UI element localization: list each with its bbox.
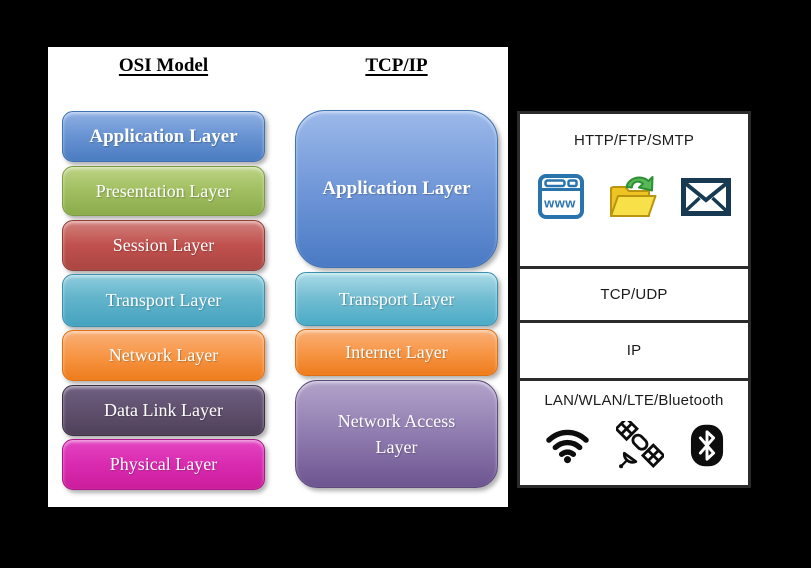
tcpip-layer-internet-label: Internet Layer: [345, 342, 448, 363]
browser-www-icon: www: [537, 174, 584, 219]
protocol-row-internet-label: IP: [626, 342, 642, 359]
osi-layer-physical: Physical Layer: [62, 439, 265, 490]
osi-layer-application: Application Layer: [62, 111, 265, 162]
wifi-icon: [545, 427, 590, 464]
browser-www-label: www: [543, 196, 576, 211]
tcpip-layer-network-access: Network Access Layer: [295, 380, 498, 488]
protocol-row-network-access: LAN/WLAN/LTE/Bluetooth: [520, 381, 748, 485]
application-icons: www: [537, 173, 731, 220]
bluetooth-icon: [690, 423, 724, 468]
protocol-row-transport-label: TCP/UDP: [600, 286, 668, 303]
file-transfer-folder-icon: [605, 173, 660, 220]
osi-layer-presentation: Presentation Layer: [62, 166, 265, 216]
tcpip-layer-application: Application Layer: [295, 110, 498, 268]
tcpip-layer-application-label: Application Layer: [322, 178, 471, 200]
tcpip-layer-transport-label: Transport Layer: [338, 288, 455, 309]
satellite-icon: [615, 421, 664, 469]
protocol-row-application: HTTP/FTP/SMTP www: [520, 114, 748, 269]
tcpip-title: TCP/IP: [365, 55, 428, 76]
osi-layer-datalink-label: Data Link Layer: [104, 400, 223, 421]
osi-layer-network-label: Network Layer: [108, 345, 219, 366]
osi-layer-transport: Transport Layer: [62, 274, 265, 327]
osi-model-title: OSI Model: [118, 55, 209, 76]
protocol-row-internet: IP: [520, 323, 748, 381]
protocol-row-network-access-label: LAN/WLAN/LTE/Bluetooth: [544, 392, 724, 409]
models-panel: OSI Model TCP/IP Application Layer Prese…: [48, 47, 508, 507]
protocols-panel: HTTP/FTP/SMTP www: [517, 111, 751, 488]
email-envelope-icon: [680, 177, 731, 216]
osi-layer-physical-label: Physical Layer: [109, 454, 218, 475]
tcpip-layer-internet: Internet Layer: [295, 329, 498, 376]
tcpip-layer-network-access-label: Network Access Layer: [337, 410, 456, 457]
osi-layer-session: Session Layer: [62, 220, 265, 271]
osi-layer-presentation-label: Presentation Layer: [95, 180, 232, 201]
osi-layer-session-label: Session Layer: [112, 235, 215, 256]
network-access-icons: [545, 421, 724, 469]
osi-layer-network: Network Layer: [62, 330, 265, 381]
osi-layer-application-label: Application Layer: [89, 125, 238, 147]
tcpip-layer-transport: Transport Layer: [295, 272, 498, 326]
protocol-row-transport: TCP/UDP: [520, 269, 748, 323]
osi-layer-datalink: Data Link Layer: [62, 385, 265, 436]
protocol-row-application-label: HTTP/FTP/SMTP: [573, 132, 695, 149]
osi-layer-transport-label: Transport Layer: [105, 290, 222, 311]
